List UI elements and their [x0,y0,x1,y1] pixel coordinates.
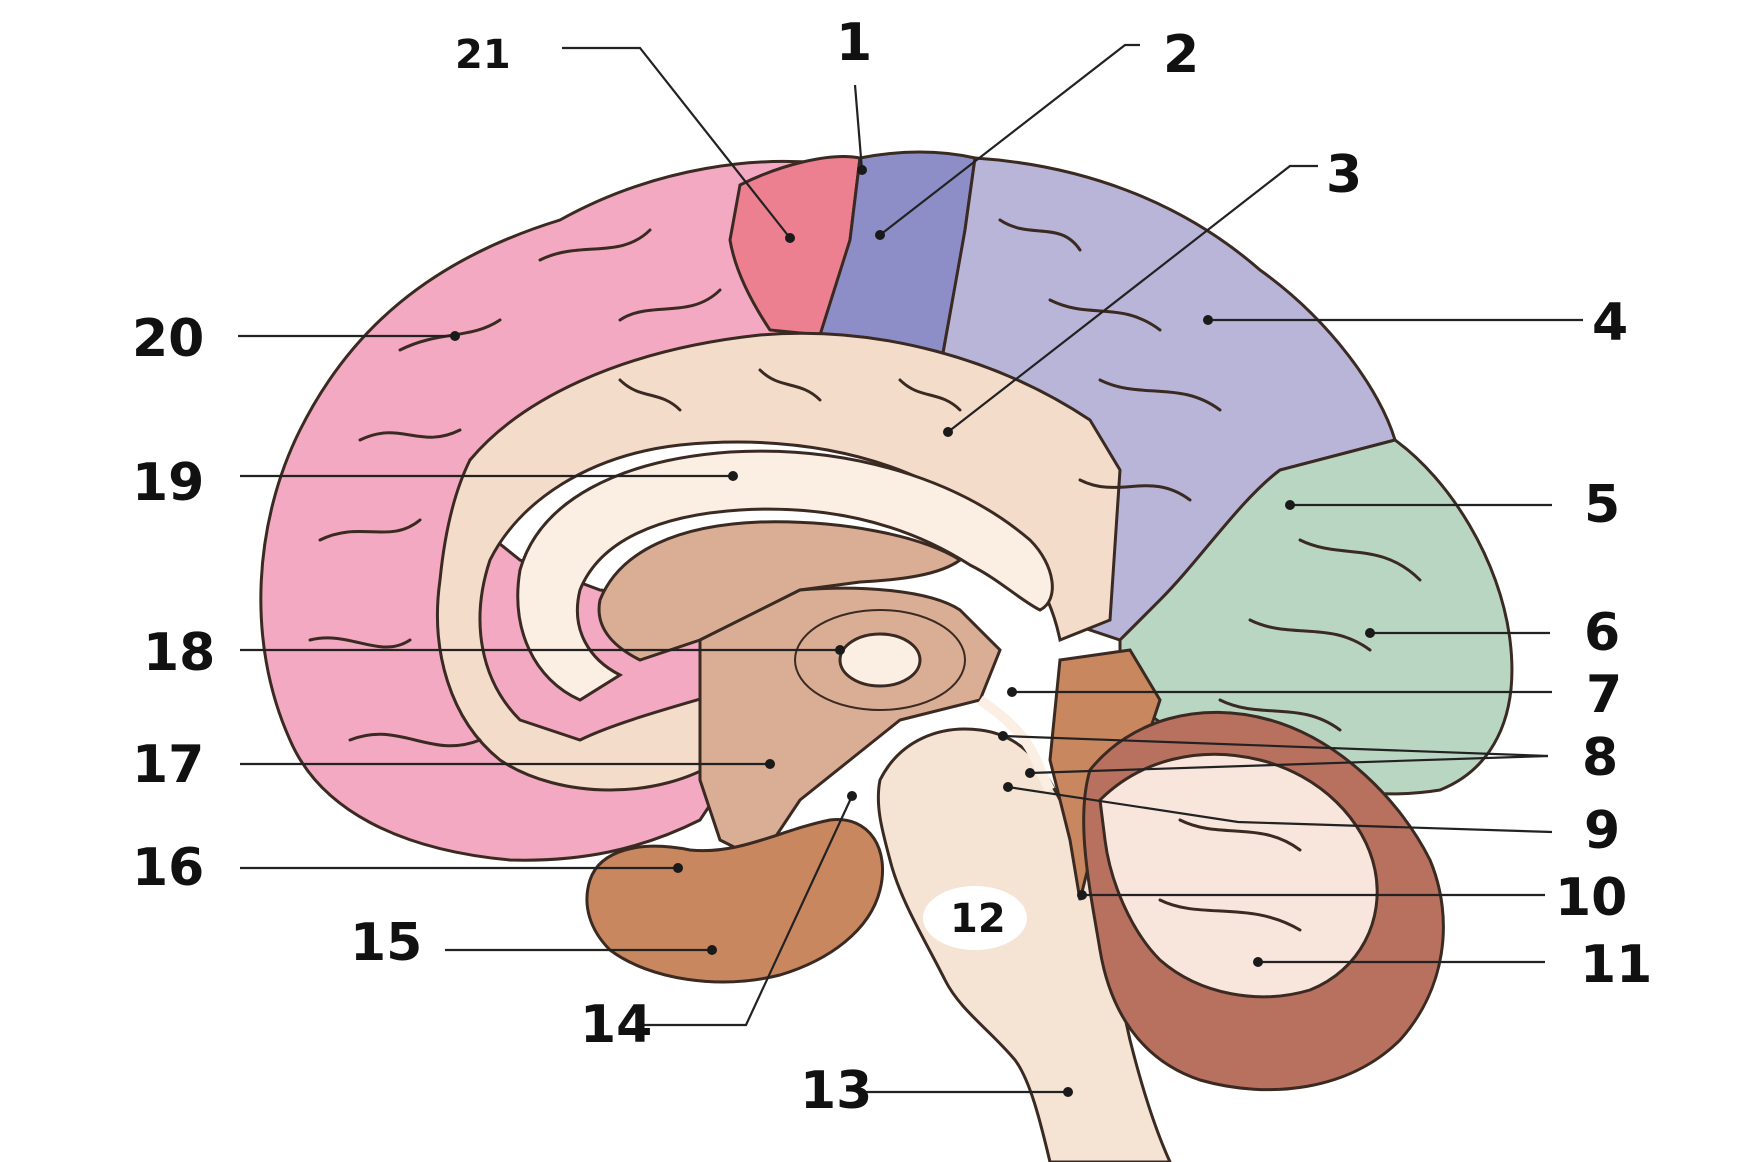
label-18: 18 [143,623,215,683]
label-15: 15 [350,913,422,973]
cerebral-aqueduct [977,695,1055,793]
brainstem [876,727,1172,1162]
leader-1 [853,84,864,171]
leader-8a [1002,734,1549,758]
label-16: 16 [132,838,204,898]
label-1: 1 [836,13,872,73]
leader-3 [947,164,1318,433]
label-9: 9 [1584,801,1620,861]
label-8: 8 [1582,728,1618,788]
thalamus-oval-outline [794,609,966,711]
label-6: 6 [1584,603,1620,663]
label-13: 13 [800,1061,872,1121]
leader-21 [562,46,791,239]
label-12: 12 [950,896,1006,942]
label-21: 21 [455,32,511,78]
leader-dots [450,165,1375,1097]
label-19: 19 [132,453,204,513]
leader-lines [238,43,1583,1094]
label-14: 14 [580,995,652,1055]
sulci-lines [308,218,1422,932]
label-17: 17 [132,735,204,795]
label-4: 4 [1592,293,1628,353]
lateral-ventricle-region [597,520,963,662]
hypothalamus-region [585,818,885,984]
leader-9 [1007,785,1553,834]
arbor-vitae [1098,752,1379,999]
interthalamic-adhesion [838,632,922,688]
leader-14 [640,795,853,1027]
label-10: 10 [1555,868,1627,928]
label-20: 20 [132,309,204,369]
label-7: 7 [1586,665,1622,725]
leader-2 [879,43,1140,236]
label-5: 5 [1584,475,1620,535]
label-11: 11 [1580,935,1652,995]
label-12-backdrop [923,886,1027,950]
cingulate-gyrus [436,331,1122,792]
thalamus-region [698,586,1002,862]
leader-8b [1029,754,1549,775]
label-2: 2 [1163,25,1199,85]
label-3: 3 [1326,145,1362,205]
number-labels: 21 1 2 3 4 5 6 7 8 9 10 11 12 13 14 15 1… [132,13,1652,1121]
